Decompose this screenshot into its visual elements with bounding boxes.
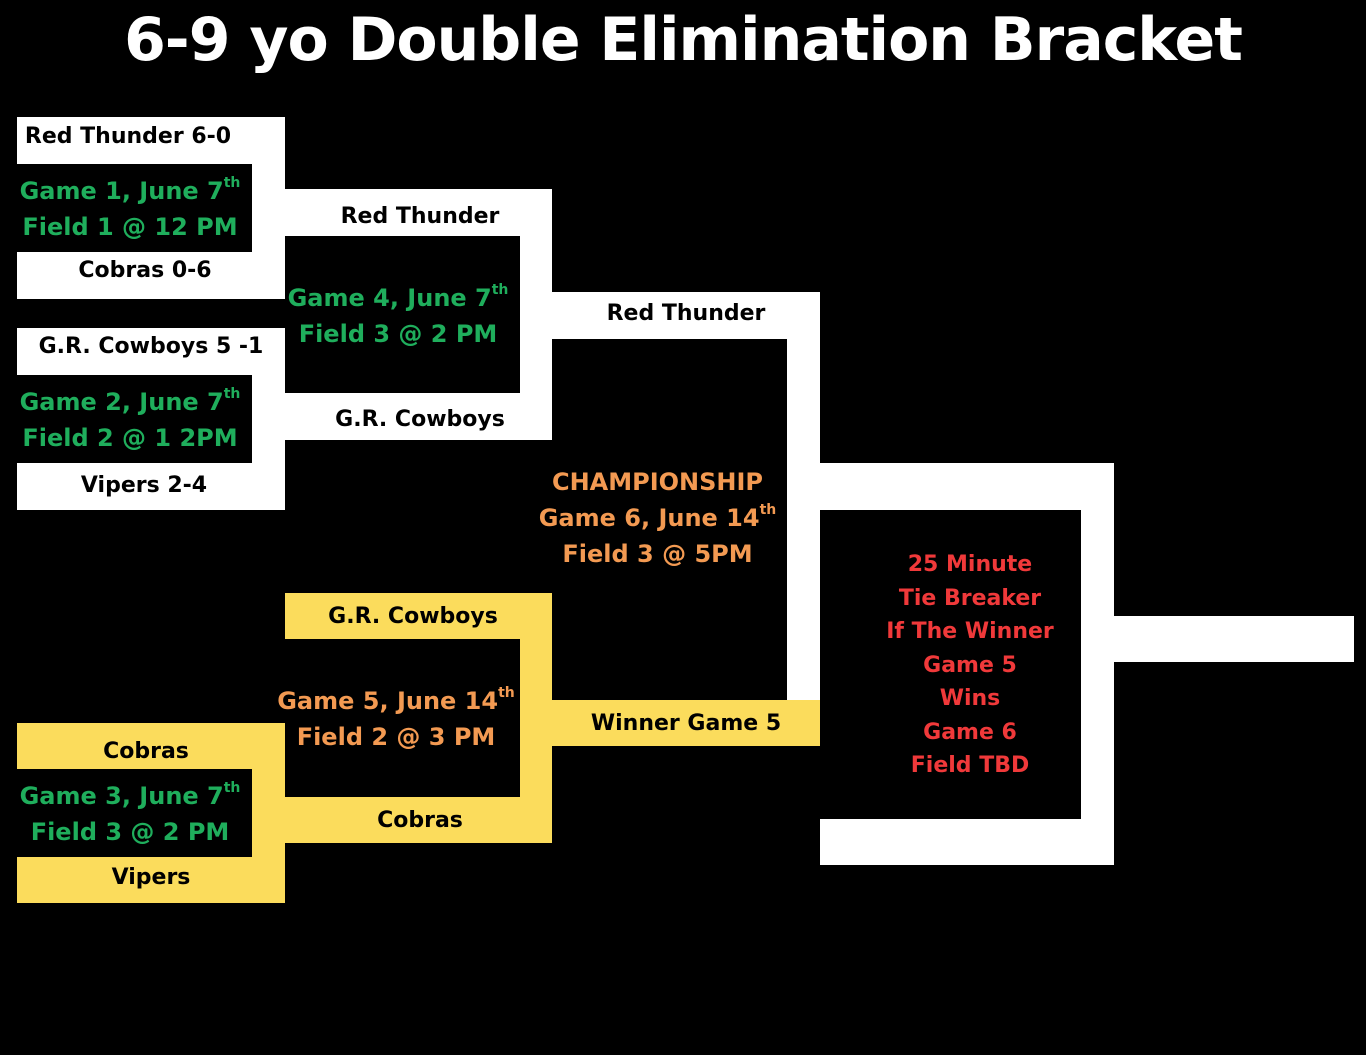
game-3-sup: th	[223, 780, 241, 796]
champ-top-slot	[552, 292, 820, 339]
tie-breaker-note: 25 Minute Tie Breaker If The Winner Game…	[830, 548, 1110, 783]
team-g4-top: Red Thunder	[340, 204, 500, 229]
g4-top-slot	[285, 189, 552, 236]
game-6-field: Field 3 @ 5PM	[562, 540, 753, 568]
g1-top-slot	[17, 117, 285, 164]
game-2-field: Field 2 @ 1 2PM	[22, 424, 238, 452]
g5-bottom-slot	[285, 797, 552, 843]
game-6-info: CHAMPIONSHIP Game 6, June 14th Field 3 @…	[525, 464, 790, 572]
team-g5-top: G.R. Cowboys	[328, 604, 498, 629]
tie-breaker-line: Game 6	[923, 719, 1017, 745]
tie-breaker-line: Wins	[939, 686, 1001, 711]
tie-breaker-line: Game 5	[923, 652, 1017, 678]
team-g2-bottom: Vipers 2-4	[80, 473, 208, 498]
team-champ-top: Red Thunder	[606, 301, 766, 326]
team-champ-bottom: Winner Game 5	[590, 711, 782, 736]
game-3-field: Field 3 @ 2 PM	[30, 818, 230, 846]
team-g1-top: Red Thunder 6-0	[24, 124, 232, 149]
game-1-field: Field 1 @ 12 PM	[22, 213, 238, 241]
tie-breaker-line: If The Winner	[886, 619, 1054, 644]
game-1-sup: th	[223, 175, 241, 191]
game-5-sup: th	[498, 685, 515, 701]
game-1-date: Game 1, June 7	[19, 177, 224, 205]
team-g3-bottom: Vipers	[111, 865, 191, 890]
championship-heading: CHAMPIONSHIP	[551, 468, 764, 496]
game-3-info: Game 3, June 7th Field 3 @ 2 PM	[17, 778, 243, 850]
team-g4-bottom: G.R. Cowboys	[335, 407, 505, 432]
game-6-date: Game 6, June 14	[538, 504, 760, 532]
bracket-title: 6-9 yo Double Elimination Bracket	[124, 5, 1243, 75]
game-5-info: Game 5, June 14th Field 2 @ 3 PM	[277, 683, 515, 755]
tie-breaker-line: 25 Minute	[907, 552, 1033, 577]
g3-bottom-slot	[17, 857, 285, 903]
final-winner-slot	[1114, 616, 1354, 662]
tie-breaker-line: Tie Breaker	[898, 585, 1042, 611]
game-4-field: Field 3 @ 2 PM	[298, 320, 498, 348]
team-g2-top: G.R. Cowboys 5 -1	[38, 334, 264, 359]
g4-bottom-slot	[285, 393, 552, 440]
g1-bottom-slot	[17, 252, 285, 299]
game-4-info: Game 4, June 7th Field 3 @ 2 PM	[285, 280, 511, 352]
champ-bottom-slot	[552, 700, 820, 746]
team-g3-top: Cobras	[103, 739, 189, 764]
tie-breaker-bottom-slot	[820, 819, 1114, 865]
game-2-info: Game 2, June 7th Field 2 @ 1 2PM	[17, 384, 243, 456]
g2-top-slot	[17, 328, 285, 375]
champ-connector	[787, 292, 820, 700]
tie-breaker-line: Field TBD	[910, 753, 1030, 778]
game-3-date: Game 3, June 7	[19, 782, 224, 810]
team-g1-bottom: Cobras 0-6	[78, 258, 212, 283]
game-6-sup: th	[759, 502, 777, 518]
game-4-sup: th	[491, 282, 509, 298]
g3-top-slot	[17, 723, 285, 769]
game-4-date: Game 4, June 7	[287, 284, 492, 312]
tie-breaker-top-slot	[820, 463, 1114, 510]
game-5-date: Game 5, June 14	[277, 687, 499, 715]
game-2-sup: th	[223, 386, 241, 402]
game-1-info: Game 1, June 7th Field 1 @ 12 PM	[17, 173, 243, 245]
g2-bottom-slot	[17, 463, 285, 510]
game-2-date: Game 2, June 7	[19, 388, 224, 416]
tie-breaker-connector	[1081, 463, 1114, 865]
g5-top-slot	[285, 593, 552, 639]
game-5-field: Field 2 @ 3 PM	[296, 723, 496, 751]
team-g5-bottom: Cobras	[377, 808, 463, 833]
